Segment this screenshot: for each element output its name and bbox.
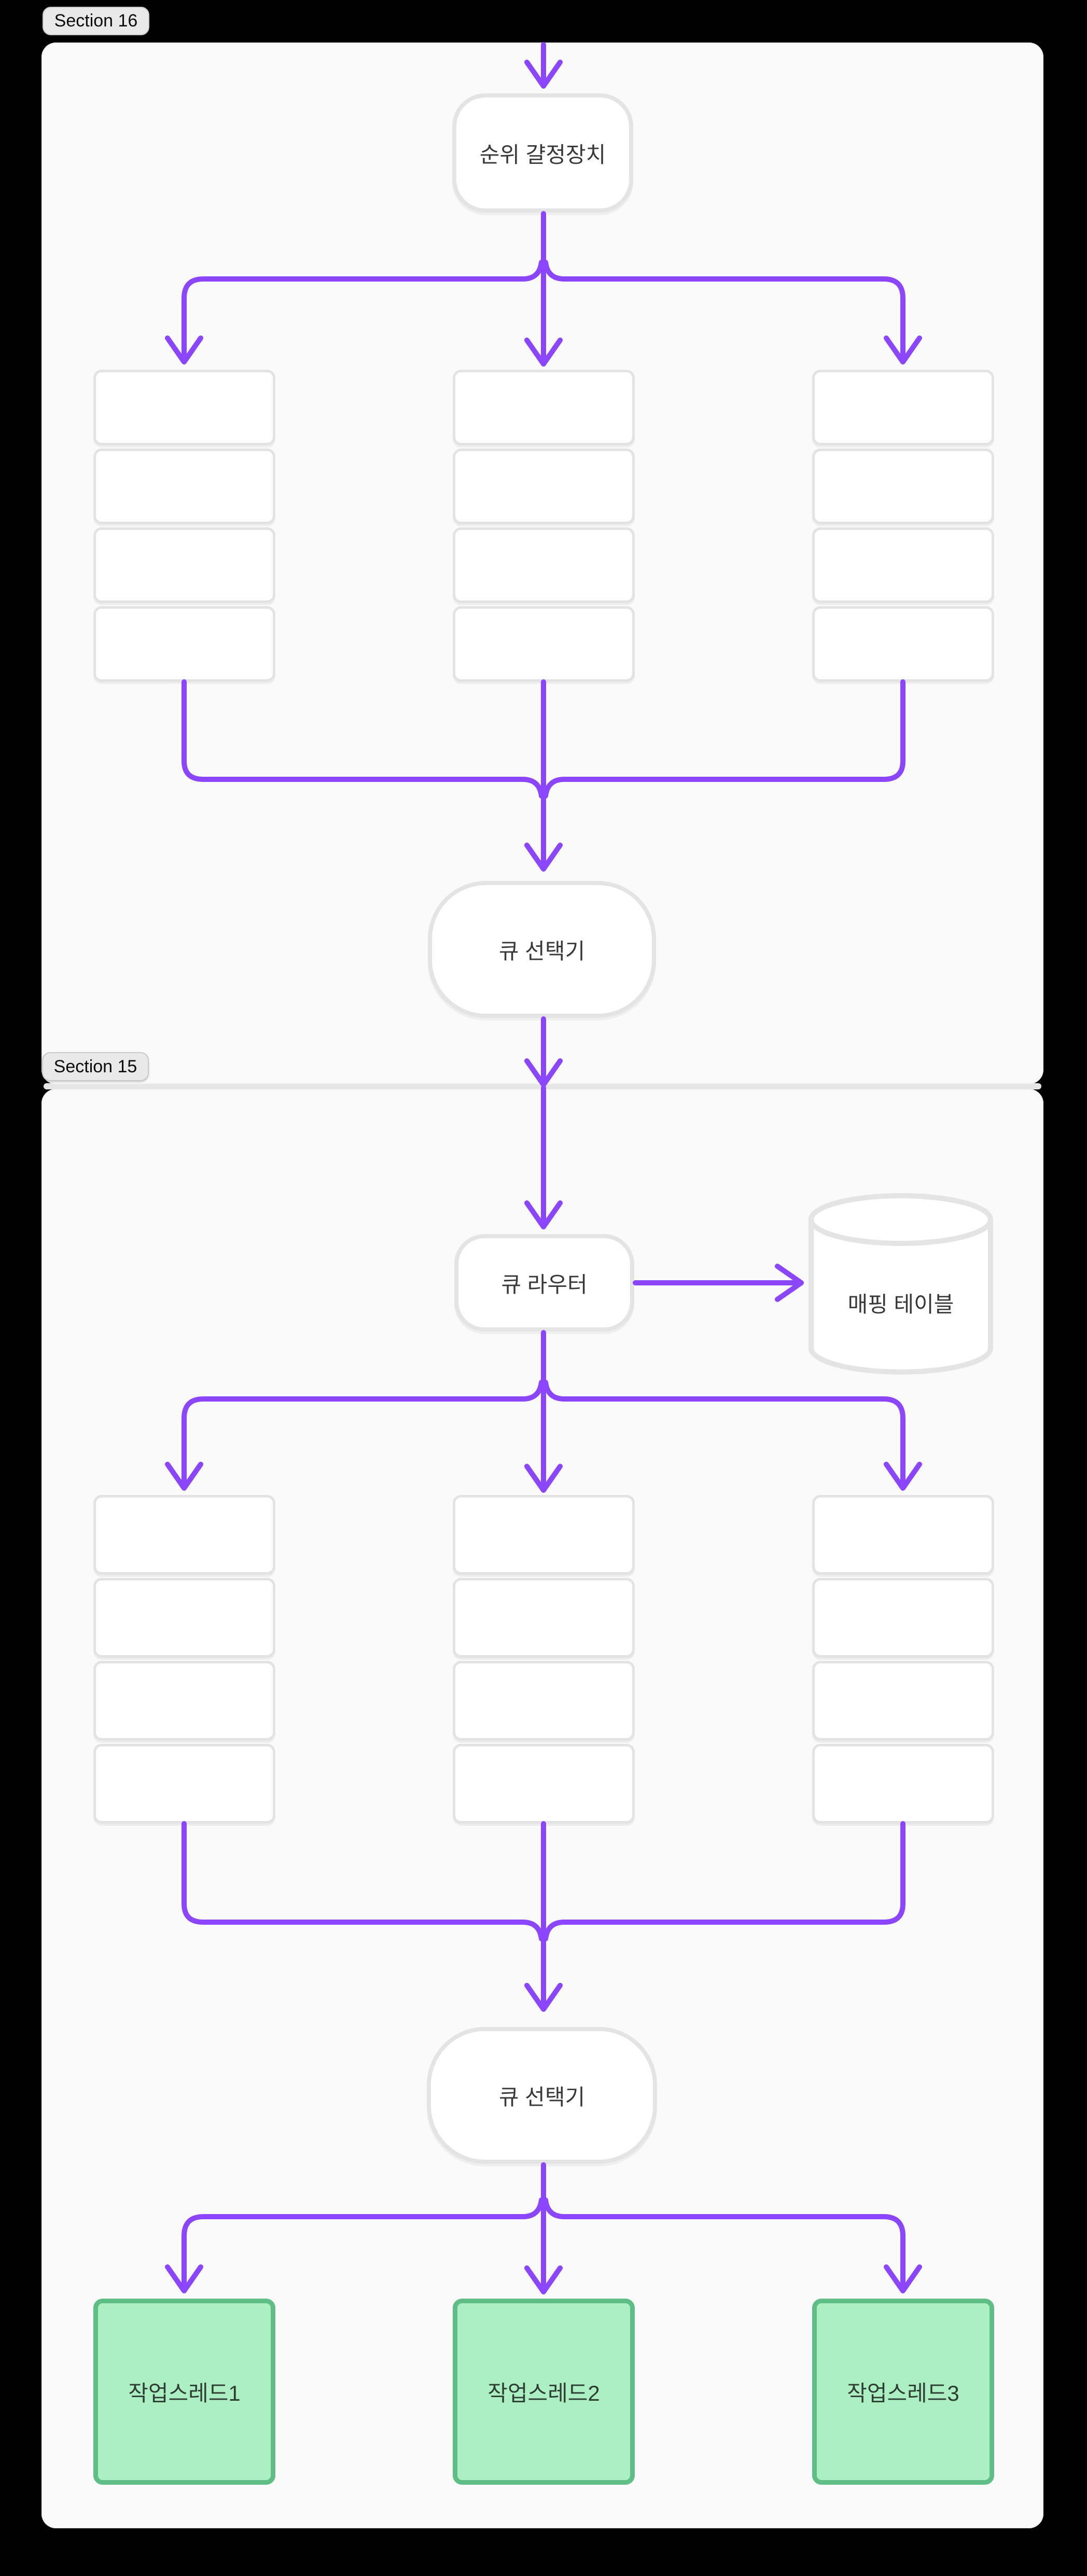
queue-slot[interactable] <box>453 1578 635 1658</box>
queue-slot[interactable] <box>453 1661 635 1741</box>
queue-slot[interactable] <box>93 1661 275 1741</box>
mapping-table-cylinder[interactable] <box>805 1193 996 1376</box>
queue-slot[interactable] <box>453 527 635 603</box>
queue-slot[interactable] <box>453 606 635 682</box>
worker-thread-2-node[interactable]: 작업스레드2 <box>453 2299 635 2485</box>
queue-slot[interactable] <box>812 1744 994 1824</box>
queue-stack <box>812 1495 994 1824</box>
section-15-badge[interactable]: Section 15 <box>42 1052 149 1081</box>
queue-slot[interactable] <box>812 370 994 445</box>
queue-slot[interactable] <box>93 370 275 445</box>
worker-thread-3-node[interactable]: 작업스레드3 <box>812 2299 994 2485</box>
queue-slot[interactable] <box>93 1578 275 1658</box>
queue-selector-1-node[interactable]: 큐 선택기 <box>428 881 656 1018</box>
queue-slot[interactable] <box>812 1578 994 1658</box>
queue-slot[interactable] <box>93 449 275 524</box>
queue-slot[interactable] <box>453 1744 635 1824</box>
queue-stack <box>453 370 635 682</box>
worker-thread-1-node[interactable]: 작업스레드1 <box>93 2299 275 2485</box>
queue-slot[interactable] <box>453 1495 635 1575</box>
queue-stack <box>93 1495 275 1824</box>
queue-stack <box>812 370 994 682</box>
rank-decider-node[interactable]: 순위 걀정장치 <box>452 93 633 213</box>
queue-slot[interactable] <box>812 449 994 524</box>
queue-slot[interactable] <box>812 1495 994 1575</box>
queue-slot[interactable] <box>812 1661 994 1741</box>
mapping-table-label: 매핑 테이블 <box>847 1292 954 1317</box>
section-16-badge[interactable]: Section 16 <box>43 7 149 35</box>
queue-stack <box>93 370 275 682</box>
queue-slot[interactable] <box>93 1495 275 1575</box>
queue-router-node[interactable]: 큐 라우터 <box>454 1234 634 1332</box>
queue-slot[interactable] <box>812 606 994 682</box>
queue-selector-2-node[interactable]: 큐 선택기 <box>427 2027 657 2164</box>
queue-slot[interactable] <box>93 1744 275 1824</box>
queue-slot[interactable] <box>453 449 635 524</box>
queue-slot[interactable] <box>93 606 275 682</box>
queue-slot[interactable] <box>812 527 994 603</box>
queue-stack <box>453 1495 635 1824</box>
queue-slot[interactable] <box>93 527 275 603</box>
queue-slot[interactable] <box>453 370 635 445</box>
